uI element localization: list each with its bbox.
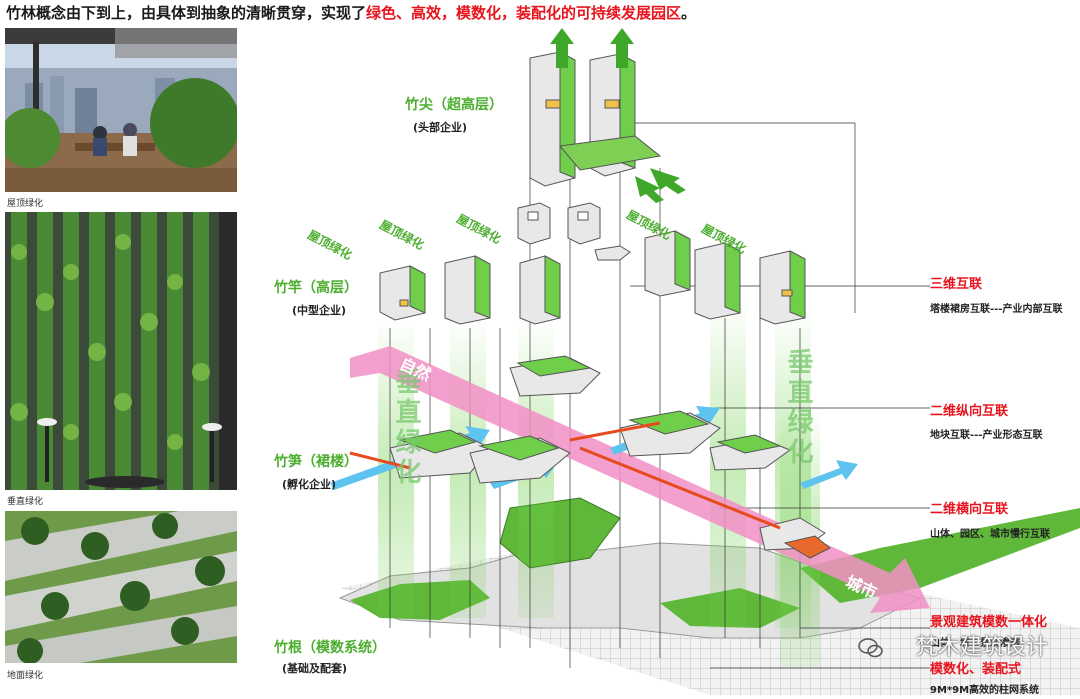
caption-rooftop: 屋顶绿化 — [7, 199, 44, 209]
callout-2d-vertical-title: 二维纵向互联 — [930, 404, 1009, 419]
callout-2d-horizontal-desc: 山体、园区、城市慢行互联 — [930, 529, 1050, 540]
watermark: 梵木建筑设计 — [915, 635, 1048, 660]
blue-arrow-3 — [800, 460, 858, 489]
photo-rooftop-greening — [5, 28, 237, 192]
callout-3d-title: 三维互联 — [930, 277, 983, 292]
tier-root-sub: (基础及配套) — [282, 662, 348, 675]
headline-highlight: 绿色、高效，模数化，装配化的可持续发展园区 — [366, 4, 682, 22]
vertical-greening-left: 垂直绿化 — [391, 368, 421, 488]
wechat-icon — [858, 638, 883, 658]
tier-root-title: 竹根（模数系统） — [274, 640, 386, 656]
callout-2d-horizontal-title: 二维横向互联 — [930, 502, 1009, 517]
callout-landscape-desc: 山体、城市景观渗透 — [930, 638, 1020, 649]
headline: 竹林概念由下到上，由具体到抽象的清晰贯穿，实现了绿色、高效，模数化，装配化的可持… — [6, 2, 696, 23]
diagram-graphic — [330, 28, 1080, 695]
photo-vertical-greening — [5, 212, 237, 490]
stalk-towers — [379, 202, 806, 325]
caption-vertical: 垂直绿化 — [7, 497, 44, 507]
tip-towers — [529, 51, 662, 187]
tier-stalk-sub: (中型企业) — [292, 304, 347, 317]
callout-modular-title: 模数化、装配式 — [930, 662, 1022, 677]
tier-shoot-sub: (孵化企业) — [282, 478, 337, 491]
green-arrows — [550, 28, 686, 203]
headline-prefix: 竹林概念由下到上，由具体到抽象的清晰贯穿，实现了 — [6, 4, 367, 22]
headline-suffix: 。 — [681, 4, 697, 22]
caption-ground: 地面绿化 — [7, 671, 44, 681]
vertical-greening-right: 垂直绿化 — [783, 348, 813, 468]
callout-landscape-title: 景观建筑模数一体化 — [930, 615, 1048, 630]
tier-tip-title: 竹尖（超高层） — [405, 97, 503, 113]
callout-modular-desc: 9M*9M高效的柱网系统 — [930, 685, 1040, 696]
callout-3d-desc: 塔楼裙房互联---产业内部互联 — [930, 304, 1063, 315]
tier-tip-sub: (头部企业) — [413, 121, 468, 134]
bamboo-concept-diagram: 竹尖（超高层） (头部企业) 竹竿（高层） (中型企业) 竹笋（裙楼） (孵化企… — [240, 28, 1080, 696]
connecting-bridges — [349, 421, 781, 530]
podium-blocks — [389, 355, 831, 559]
callout-2d-vertical-desc: 地块互联---产业形态互联 — [930, 430, 1043, 441]
tier-shoot-title: 竹笋（裙楼） — [274, 454, 358, 470]
tier-stalk-title: 竹竿（高层） — [274, 280, 358, 296]
photo-ground-greening — [5, 511, 237, 663]
